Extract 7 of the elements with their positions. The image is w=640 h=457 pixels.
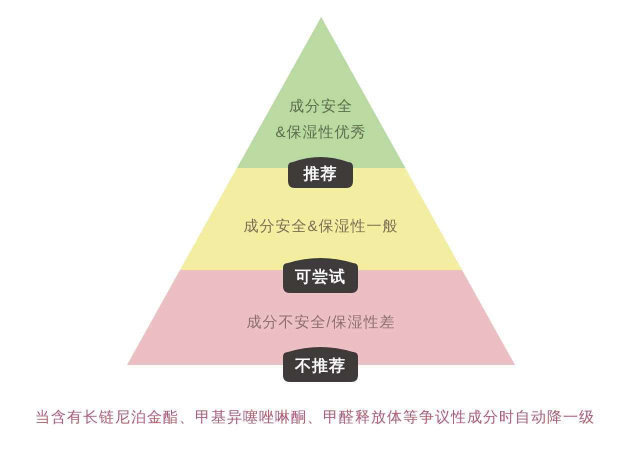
rating-badge: 推荐	[288, 157, 353, 188]
tier-label: 成分安全&保湿性优秀	[274, 97, 368, 143]
tier-label: 成分不安全/保湿性差	[246, 313, 396, 333]
rating-badge: 可尝试	[283, 258, 358, 293]
rating-badge: 不推荐	[283, 347, 358, 382]
caption: 当含有长链尼泊金酯、甲基异噻唑啉酮、甲醛释放体等争议性成分时自动降一级	[35, 408, 595, 428]
tier-label: 成分安全&保湿性一般	[243, 217, 398, 237]
